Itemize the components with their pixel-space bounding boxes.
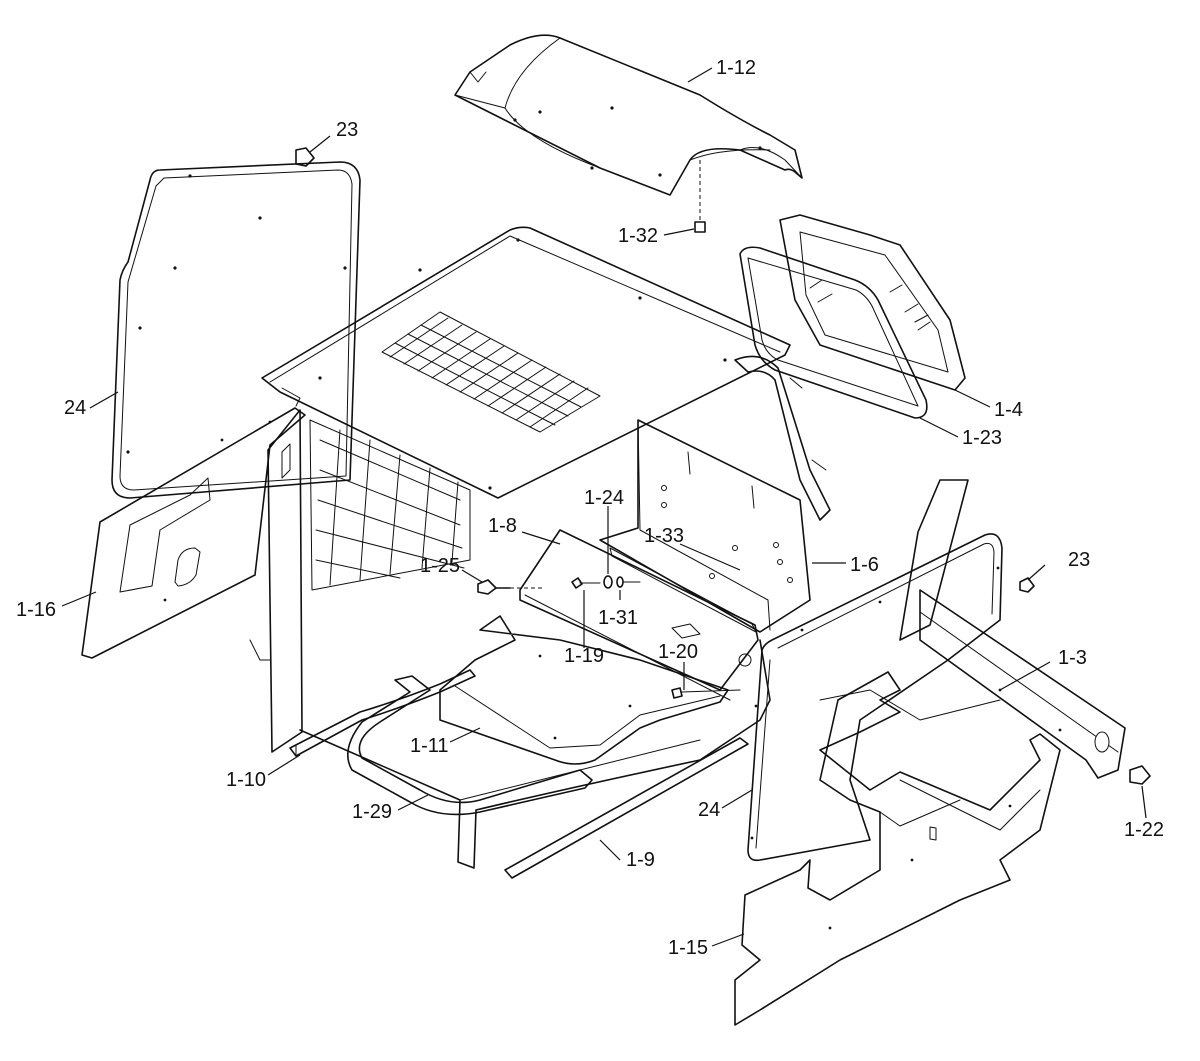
part-right-panel-1-3 <box>899 479 1126 779</box>
callout-1-4: 1-4 <box>994 399 1023 421</box>
callout-1-9: 1-9 <box>626 849 655 871</box>
callout-1-8: 1-8 <box>488 515 517 537</box>
part-seal-1-23 <box>739 246 928 419</box>
callout-1-10: 1-10 <box>226 769 267 791</box>
callout-24-right: 24 <box>698 799 721 821</box>
callout-1-20: 1-20 <box>658 641 699 663</box>
part-strip-1-9 <box>504 737 749 879</box>
callout-1-3: 1-3 <box>1058 647 1087 669</box>
part-right-lower-panel-1-15 <box>734 671 1061 1026</box>
part-bolt-1-20 <box>671 687 741 699</box>
part-floor-1-11 <box>439 615 729 765</box>
callout-1-31: 1-31 <box>598 607 639 629</box>
callout-1-33: 1-33 <box>644 525 685 547</box>
callout-1-15: 1-15 <box>668 937 709 959</box>
callout-1-6: 1-6 <box>850 554 879 576</box>
callout-1-24: 1-24 <box>584 487 625 509</box>
part-washer-1-31 <box>616 576 641 588</box>
part-left-panel-1-16 <box>81 407 306 659</box>
part-panel-1-8 <box>519 529 759 701</box>
part-handle-1-29 <box>346 675 593 816</box>
part-right-window <box>747 533 1003 862</box>
callout-1-32: 1-32 <box>618 225 659 247</box>
callout-1-11: 1-11 <box>410 735 449 757</box>
leader-lines <box>61 67 1147 947</box>
part-bolt-1-19 <box>571 577 601 589</box>
callout-1-23: 1-23 <box>962 427 1003 449</box>
part-cab-roof <box>261 226 791 499</box>
part-bracket-1-6 <box>599 419 811 633</box>
callout-1-16: 1-16 <box>16 599 57 621</box>
callout-1-12: 1-12 <box>716 57 757 79</box>
part-knob-23-right <box>1019 577 1035 593</box>
part-top-cover <box>454 34 803 196</box>
part-cab-frame <box>249 355 831 869</box>
part-washer-1-24 <box>603 575 613 589</box>
callout-1-22: 1-22 <box>1124 819 1165 841</box>
part-bolt-1-32 <box>694 160 706 233</box>
part-knob-1-22 <box>1129 765 1151 785</box>
callout-1-19: 1-19 <box>564 645 605 667</box>
callout-24-left: 24 <box>64 397 87 419</box>
callout-23-left: 23 <box>336 119 359 141</box>
part-rail-1-10 <box>289 669 476 757</box>
callout-1-29: 1-29 <box>352 801 393 823</box>
callout-1-25: 1-25 <box>420 555 461 577</box>
part-knob-23-left <box>295 147 315 167</box>
part-left-window <box>111 161 361 499</box>
part-rear-glass-1-4 <box>779 214 966 391</box>
callout-23-right: 23 <box>1068 549 1091 571</box>
part-bolt-1-25 <box>477 579 545 595</box>
